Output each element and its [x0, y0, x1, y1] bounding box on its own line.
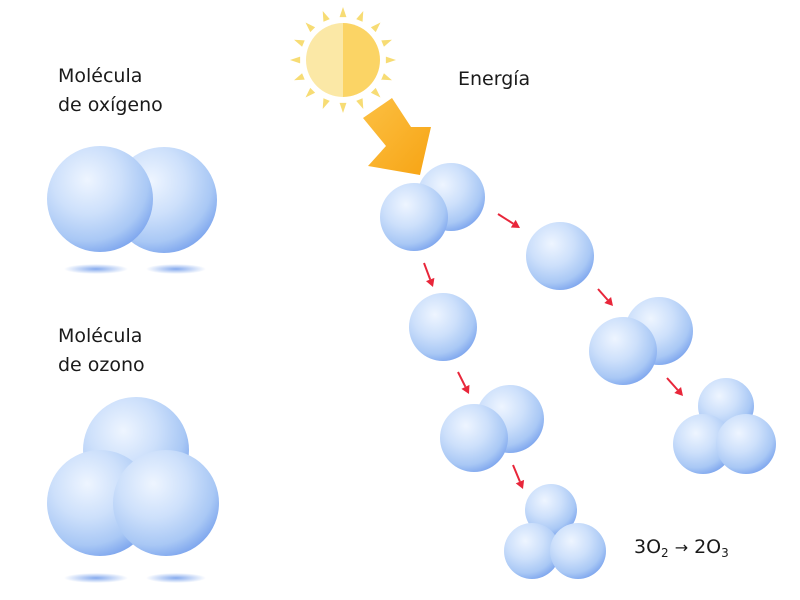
equation-product: 2O	[694, 536, 722, 558]
reaction-arrowhead-icon	[425, 277, 435, 287]
oxygen-atom	[409, 293, 477, 361]
reaction-arrow-icon	[666, 377, 679, 391]
sun-ray	[356, 11, 364, 22]
sun-ray	[385, 56, 396, 64]
sun-ray	[356, 98, 364, 109]
sun-ray	[339, 102, 347, 113]
oxygen-atom	[380, 183, 448, 251]
energy-arrow-icon	[363, 98, 431, 175]
ozone-molecule	[47, 397, 219, 583]
sun-icon	[290, 7, 396, 113]
sun-ray	[381, 39, 392, 47]
reaction-arrows	[423, 213, 683, 489]
sun-ray	[294, 73, 305, 81]
oxygen-atom	[504, 523, 560, 579]
reaction-arrowhead-icon	[604, 297, 613, 306]
oxygen-atom	[440, 404, 508, 472]
shadow	[64, 264, 128, 274]
reaction-arrow-icon	[512, 464, 521, 483]
reaction-arrow-icon	[423, 262, 432, 280]
equation-product-subscript: 3	[721, 546, 729, 560]
oxygen-atom	[47, 146, 153, 252]
oxygen-molecule-label: Molécula de oxígeno	[58, 62, 163, 120]
reaction-arrowhead-icon	[461, 384, 470, 394]
oxygen-label-line1: Molécula	[58, 65, 143, 87]
oxygen-molecule	[380, 163, 485, 251]
oxygen-atom	[113, 450, 219, 556]
reaction-steps	[380, 163, 776, 579]
ozone-molecule	[673, 378, 776, 474]
sun-ray	[305, 87, 316, 98]
oxygen-atom	[526, 222, 594, 290]
energy-label: Energía	[458, 68, 531, 90]
sun-ray	[370, 22, 381, 33]
sun-ray	[322, 11, 330, 22]
oxygen-molecule	[440, 385, 544, 472]
shadow	[146, 264, 206, 274]
shadow	[146, 573, 206, 583]
reaction-arrowhead-icon	[674, 387, 683, 396]
ozone-molecule	[504, 484, 606, 579]
reaction-arrow-icon	[597, 288, 609, 301]
oxygen-atom	[550, 523, 606, 579]
oxygen-molecule	[47, 146, 217, 274]
ozone-label-line1: Molécula	[58, 325, 143, 347]
sun-ray	[322, 98, 330, 109]
reaction-equation: 3O2 → 2O3	[634, 533, 729, 562]
oxygen-atom	[673, 414, 733, 474]
equation-arrow: →	[674, 538, 689, 557]
equation-reactant-subscript: 2	[661, 546, 669, 560]
oxygen-atom	[525, 484, 577, 536]
reaction-arrowhead-icon	[515, 479, 525, 489]
oxygen-atom	[716, 414, 776, 474]
reaction-arrow-icon	[457, 371, 467, 388]
oxygen-molecule	[589, 297, 693, 385]
sun-ray	[370, 87, 381, 98]
ozone-label-line2: de ozono	[58, 354, 145, 376]
sun-ray	[339, 7, 347, 18]
sun-ray	[290, 56, 301, 64]
oxygen-label-line2: de oxígeno	[58, 94, 163, 116]
shadow	[64, 573, 128, 583]
sun-ray	[294, 39, 305, 47]
sun-ray	[381, 73, 392, 81]
sun-ray	[305, 22, 316, 33]
ozone-molecule-label: Molécula de ozono	[58, 322, 145, 380]
equation-reactant: 3O	[634, 536, 662, 558]
reaction-arrow-icon	[497, 213, 514, 225]
reaction-arrowhead-icon	[510, 219, 520, 228]
oxygen-atom	[589, 317, 657, 385]
